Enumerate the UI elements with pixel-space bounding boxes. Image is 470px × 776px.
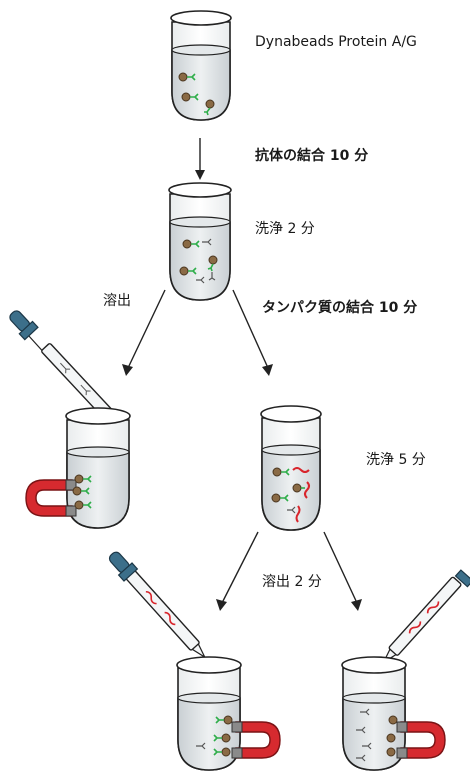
tube-1: [170, 10, 232, 121]
bead-complexes-4: [271, 467, 310, 523]
reagent-label: Dynabeads Protein A/G: [255, 34, 417, 50]
magnet-2: [231, 721, 281, 759]
arrow-to-protein-binding: [232, 289, 273, 376]
bead-complexes-6: [356, 708, 398, 762]
elution-2-label: 溶出 2 分: [262, 574, 322, 590]
magnet-3: [396, 721, 446, 759]
tube-2: [168, 182, 232, 301]
pipette-2: [108, 551, 207, 659]
bead-complexes-2: [179, 238, 218, 284]
arrow-down-1: [195, 138, 205, 180]
wash-2-label: 洗浄 5 分: [366, 452, 426, 468]
arrow-to-elution-1: [122, 289, 166, 376]
pipette-3: [382, 569, 470, 664]
bead-complexes-1: [178, 72, 215, 116]
tube-4: [260, 405, 322, 531]
arrow-to-elution-2a: [216, 531, 259, 611]
tube-3: [65, 407, 131, 529]
tube-5: [176, 656, 242, 771]
bead-complexes-3: [72, 474, 92, 510]
arrow-to-elution-2b: [323, 531, 362, 611]
wash-1-label: 洗浄 2 分: [255, 221, 315, 237]
step-protein-binding: タンパク質の結合 10 分: [262, 300, 418, 316]
magnet-1: [25, 479, 77, 517]
step-antibody-binding: 抗体の結合 10 分: [255, 148, 369, 164]
bead-complexes-5: [196, 715, 233, 757]
elution-1-label: 溶出: [103, 293, 131, 309]
tube-6: [341, 656, 407, 771]
